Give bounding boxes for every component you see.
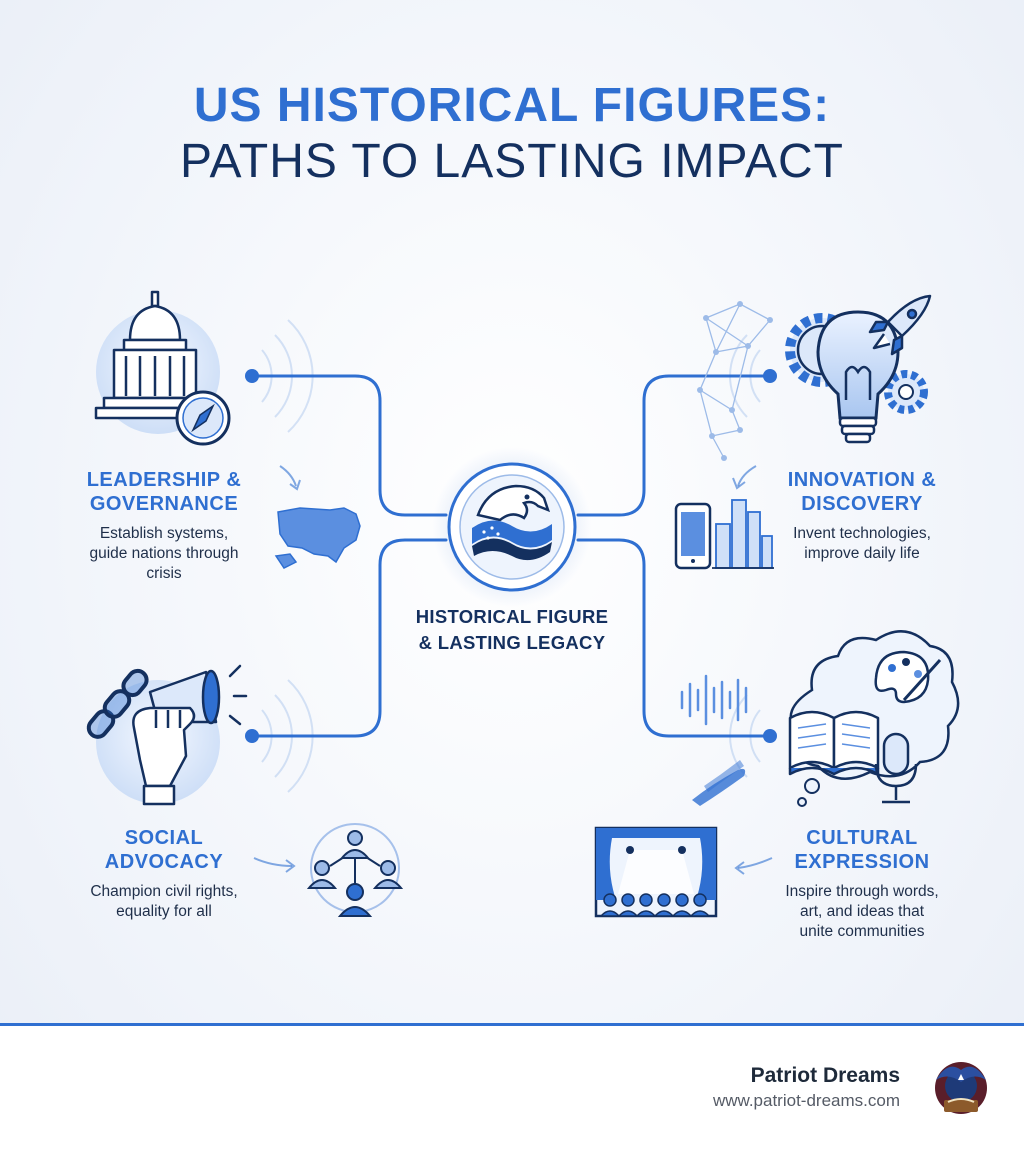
patriot-dreams-logo: [935, 1062, 987, 1124]
megaphone-fist-icon: [96, 664, 248, 806]
palette-icon: [874, 650, 942, 704]
dot-social: [245, 729, 259, 743]
compass-icon: [175, 390, 231, 446]
connector-innovation: [576, 374, 772, 517]
dot-leadership: [245, 369, 259, 383]
rocket-icon: [868, 294, 932, 356]
brand-url[interactable]: www.patriot-dreams.com: [712, 1091, 900, 1110]
leadership-title-2: GOVERNANCE: [89, 493, 239, 515]
arrow-innovation: [732, 465, 757, 490]
footer: [0, 1026, 1024, 1154]
impact-diagram: [86, 290, 960, 918]
branch-social: SOCIAL ADVOCACY Champion civil rights, e…: [64, 826, 264, 922]
connector-leadership: [250, 374, 448, 517]
soundwave-icon: [680, 674, 748, 726]
connector-social: [250, 538, 448, 738]
social-title-2: ADVOCACY: [104, 851, 224, 873]
leadership-title-1: LEADERSHIP &: [86, 469, 242, 491]
arrow-social: [253, 857, 296, 873]
dot-cultural: [763, 729, 777, 743]
branch-cultural: CULTURAL EXPRESSION Inspire through word…: [762, 826, 962, 942]
community-icon: [306, 823, 404, 917]
microphone-icon: [874, 732, 918, 804]
page-subtitle: PATHS TO LASTING IMPACT: [180, 135, 844, 188]
innovation-desc-1: Invent technologies,: [793, 525, 931, 542]
page-title: US HISTORICAL FIGURES:: [193, 79, 831, 132]
smartphone-icon: [674, 502, 712, 570]
lightbulb-icon: [816, 310, 900, 444]
footer-divider: [0, 1023, 1024, 1026]
leadership-desc-3: crisis: [146, 565, 182, 582]
innovation-desc-2: improve daily life: [804, 545, 920, 562]
center-label-2: & LASTING LEGACY: [418, 632, 606, 653]
brand-name: Patriot Dreams: [750, 1064, 900, 1087]
cultural-title-1: CULTURAL: [806, 827, 918, 849]
social-title-1: SOCIAL: [124, 827, 204, 849]
book-icon: [788, 710, 880, 776]
connector-cultural: [576, 538, 772, 738]
city-skyline-icon: [712, 499, 774, 569]
connector-dots: [245, 369, 777, 743]
center-label: HISTORICAL FIGURE & LASTING LEGACY: [380, 604, 644, 656]
innovation-title-1: INNOVATION &: [787, 469, 937, 491]
stage-audience-icon: [594, 826, 718, 918]
branch-leadership: LEADERSHIP & GOVERNANCE Establish system…: [64, 468, 264, 584]
cultural-desc-2: art, and ideas that: [799, 903, 925, 920]
social-desc-2: equality for all: [116, 903, 212, 920]
leadership-desc-1: Establish systems,: [99, 525, 229, 542]
network-icon: [697, 301, 773, 461]
broken-chain-icon: [86, 668, 149, 739]
gear-icon-small: [884, 370, 928, 414]
center-node: [432, 447, 592, 607]
leadership-desc-2: guide nations through: [89, 545, 239, 562]
connector-lines: [250, 374, 772, 738]
eagle-flag-icon: [472, 484, 552, 561]
innovation-title-2: DISCOVERY: [801, 493, 923, 515]
cultural-desc-1: Inspire through words,: [785, 883, 939, 900]
cultural-title-2: EXPRESSION: [794, 851, 930, 873]
brush-stroke-icon: [692, 760, 746, 806]
cultural-desc-3: unite communities: [799, 923, 925, 940]
dot-innovation: [763, 369, 777, 383]
arrow-leadership: [279, 465, 301, 491]
center-label-1: HISTORICAL FIGURE: [415, 606, 609, 627]
arrow-cultural: [734, 857, 773, 875]
us-map-icon: [274, 507, 361, 569]
branch-innovation: INNOVATION & DISCOVERY Invent technologi…: [762, 468, 962, 564]
social-desc-1: Champion civil rights,: [90, 883, 238, 900]
